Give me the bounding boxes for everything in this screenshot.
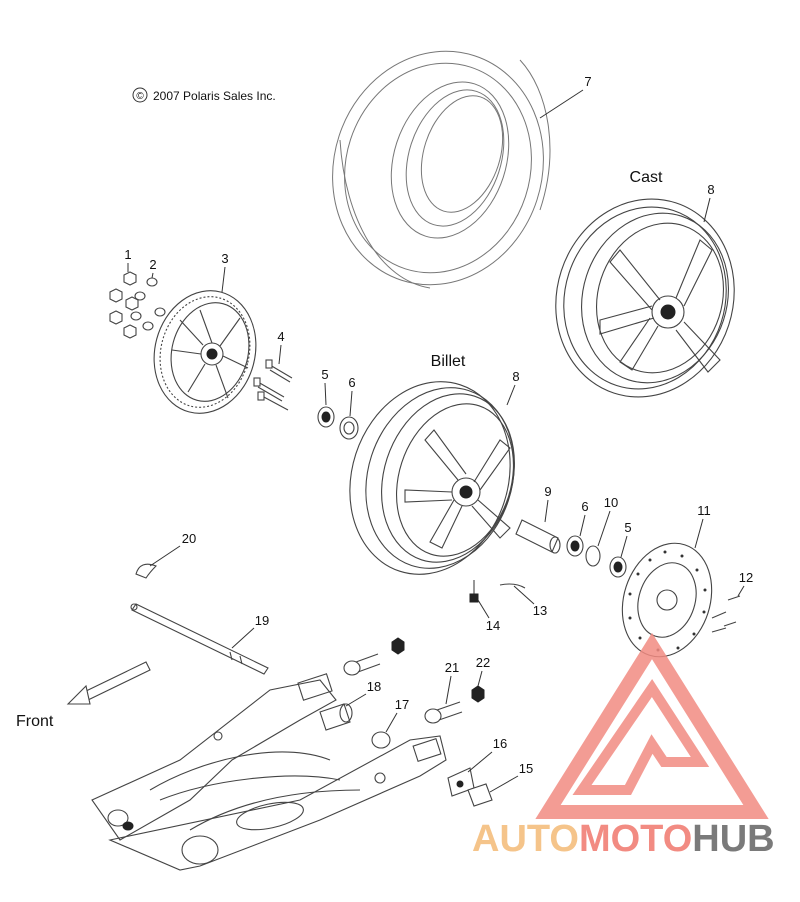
svg-text:17: 17	[395, 697, 409, 712]
svg-text:10: 10	[604, 495, 618, 510]
callout-16: 16	[467, 736, 507, 773]
svg-text:15: 15	[519, 761, 533, 776]
callout-11: 11	[694, 503, 711, 549]
svg-text:18: 18	[367, 679, 381, 694]
svg-text:5: 5	[321, 367, 328, 382]
svg-text:6: 6	[348, 375, 355, 390]
callout-5: 5	[321, 367, 329, 406]
cast-wheel	[555, 198, 735, 398]
callout-5-right: 5	[620, 520, 632, 558]
adjuster-bolt	[424, 701, 463, 724]
adjuster-nut	[391, 637, 405, 655]
svg-text:13: 13	[533, 603, 547, 618]
seal-left	[317, 406, 335, 428]
svg-text:11: 11	[697, 503, 711, 518]
svg-text:2007 Polaris Sales Inc.: 2007 Polaris Sales Inc.	[153, 89, 276, 103]
front-label: Front	[16, 713, 54, 730]
svg-text:1: 1	[124, 247, 131, 262]
svg-text:6: 6	[581, 499, 588, 514]
snap-ring	[585, 545, 601, 567]
svg-text:20: 20	[182, 531, 196, 546]
copyright-notice: © 2007 Polaris Sales Inc.	[132, 87, 276, 103]
callout-6-right: 6	[579, 499, 589, 537]
callout-1: 1	[124, 247, 132, 272]
callout-6: 6	[348, 375, 356, 417]
svg-text:8: 8	[512, 369, 519, 384]
callout-3: 3	[221, 251, 229, 293]
callout-8-billet: 8	[506, 369, 520, 406]
rear-axle	[130, 603, 269, 675]
svg-text:7: 7	[584, 74, 591, 89]
bolt-nut	[471, 685, 485, 703]
svg-text:3: 3	[221, 251, 228, 266]
callout-18: 18	[345, 679, 381, 707]
billet-label: Billet	[431, 353, 466, 370]
bearing-left	[339, 416, 359, 440]
disc-bolts	[711, 595, 741, 633]
callout-4: 4	[277, 329, 285, 365]
pulley-washers	[130, 277, 166, 331]
front-arrow	[66, 661, 151, 705]
pulley-nuts	[109, 271, 139, 339]
cast-label: Cast	[630, 169, 663, 186]
axle-nut	[467, 783, 493, 807]
svg-text:21: 21	[445, 660, 459, 675]
bearing-right	[566, 535, 584, 557]
adjuster-block	[343, 653, 381, 676]
balance-weight	[499, 583, 526, 589]
svg-text:©: ©	[136, 91, 144, 102]
callout-10: 10	[597, 495, 618, 547]
callout-12: 12	[737, 570, 753, 597]
callout-21: 21	[445, 660, 459, 705]
seal-right	[609, 556, 627, 578]
pulley-sprocket	[153, 290, 257, 414]
callout-14: 14	[477, 599, 500, 633]
callout-15: 15	[489, 761, 533, 793]
svg-text:9: 9	[544, 484, 551, 499]
svg-text:12: 12	[739, 570, 753, 585]
callout-8-cast: 8	[703, 182, 715, 223]
svg-text:8: 8	[707, 182, 714, 197]
callout-20: 20	[149, 531, 196, 567]
callout-13: 13	[513, 585, 547, 618]
swingarm	[91, 673, 447, 871]
callout-17: 17	[385, 697, 409, 733]
tire	[332, 50, 551, 289]
svg-text:4: 4	[277, 329, 284, 344]
svg-text:14: 14	[486, 618, 500, 633]
billet-wheel	[349, 381, 515, 575]
watermark-logo	[535, 632, 769, 819]
pivot-bushing	[371, 731, 391, 749]
callout-2: 2	[149, 257, 157, 279]
wheel-spacer	[515, 519, 561, 554]
valve-stem	[469, 580, 479, 603]
svg-text:22: 22	[476, 655, 490, 670]
brake-disc	[621, 542, 713, 658]
pulley-bolts	[253, 359, 293, 411]
callout-22: 22	[476, 655, 490, 687]
watermark-text: AUTOMOTOHUB	[472, 818, 775, 860]
callout-7: 7	[539, 74, 592, 119]
axle-clip	[135, 563, 157, 579]
swingarm-bushing	[319, 703, 353, 731]
svg-text:19: 19	[255, 613, 269, 628]
callout-9: 9	[544, 484, 552, 523]
svg-text:AUTOMOTOHUB: AUTOMOTOHUB	[472, 818, 775, 860]
callout-19: 19	[231, 613, 269, 649]
svg-text:5: 5	[624, 520, 631, 535]
svg-text:2: 2	[149, 257, 156, 272]
svg-text:16: 16	[493, 736, 507, 751]
